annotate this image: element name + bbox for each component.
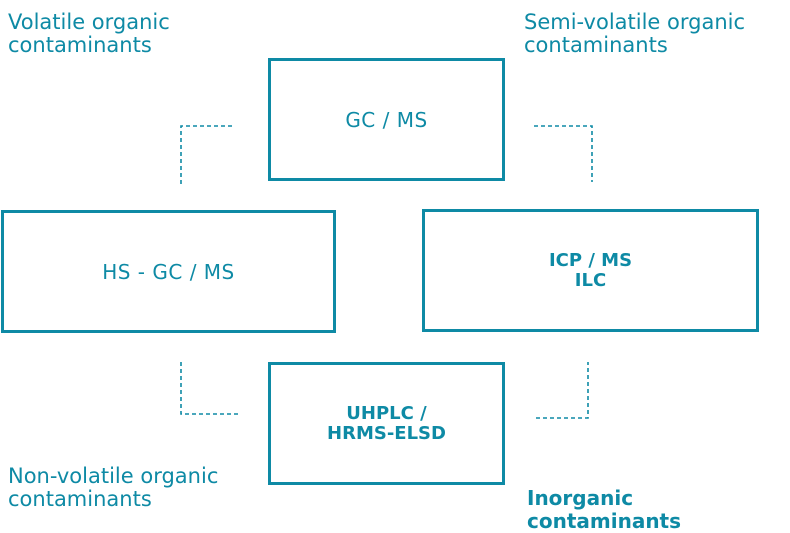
box-uhplc: UHPLC / HRMS-ELSD (268, 362, 505, 485)
label-inorganic: Inorganic contaminants (527, 486, 682, 533)
box-icp-ms: ICP / MS ILC (422, 209, 759, 332)
label-non-volatile-organic: Non-volatile organic contaminants (8, 464, 219, 511)
box-uhplc-text: UHPLC / HRMS-ELSD (327, 402, 446, 444)
box-hs-gc-ms-text: HS - GC / MS (102, 259, 235, 284)
box-gc-ms-text: GC / MS (345, 107, 428, 132)
connector-bottom-left (180, 362, 239, 415)
connector-top-left (180, 125, 234, 184)
connector-bottom-right (536, 362, 589, 419)
box-gc-ms: GC / MS (268, 58, 505, 181)
box-hs-gc-ms: HS - GC / MS (1, 210, 336, 333)
label-semi-volatile-organic: Semi-volatile organic contaminants (524, 10, 746, 57)
label-volatile-organic: Volatile organic contaminants (8, 10, 170, 57)
box-icp-ms-text: ICP / MS ILC (548, 249, 633, 291)
connector-top-right (534, 125, 593, 182)
